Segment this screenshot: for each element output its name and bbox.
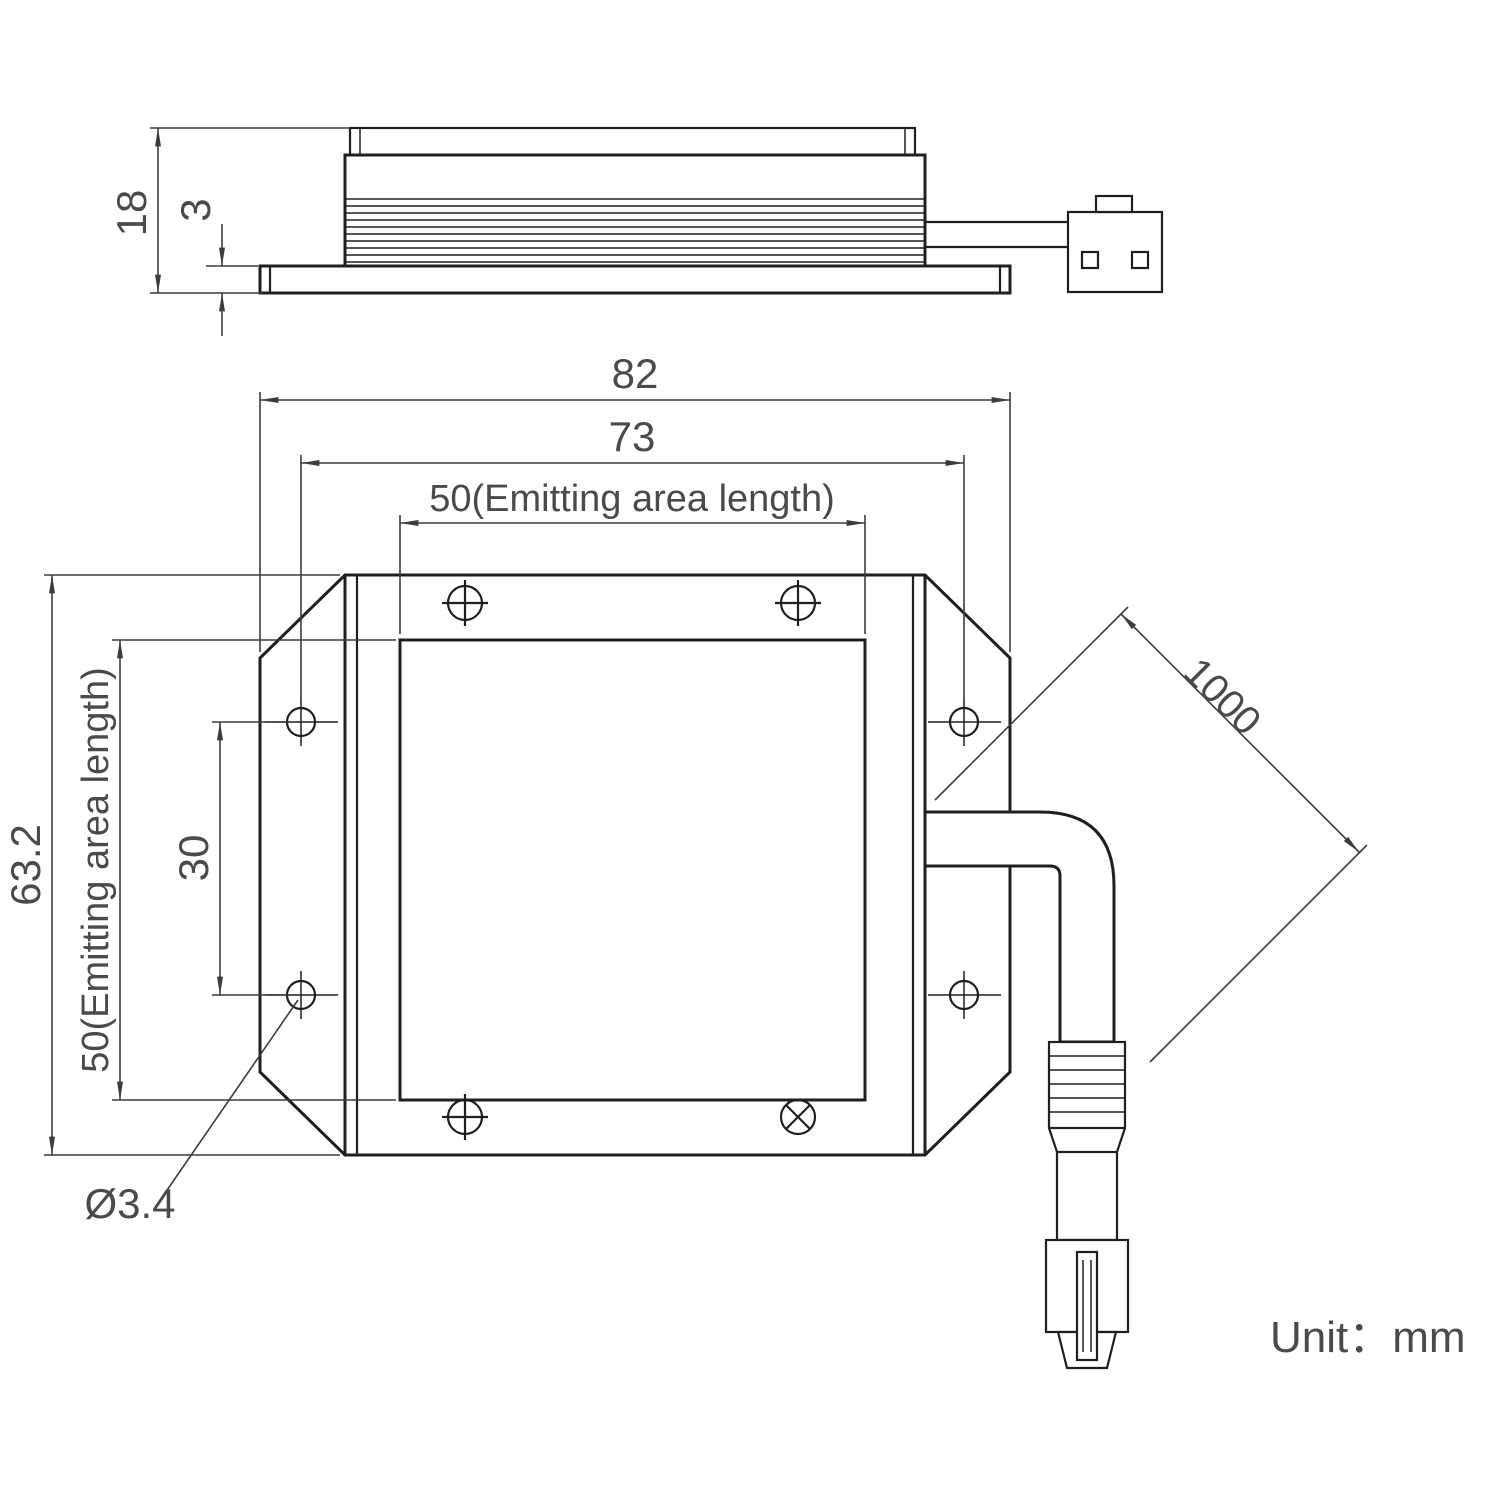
unit-label: Unit：mm [1270,1313,1466,1362]
dim-label-hole-spacing-h: 73 [609,413,656,460]
dim-label-overall-height: 63.2 [2,824,49,906]
strain-relief [1047,1040,1127,1130]
mounting-hole-right-top [928,698,1001,746]
connector-latch [1094,194,1134,214]
connector-neck [1055,1150,1119,1242]
dim-label-emitting-length-v: 50(Emitting area length) [75,667,117,1073]
dim-label-emitting-length-h: 50(Emitting area length) [429,478,835,520]
dim-label-overall-width: 82 [612,350,659,397]
screw-bottom-left [442,1094,488,1140]
screw-top-right [775,580,821,626]
dim-label-cable-length: 1000 [1175,650,1269,744]
device-lid [348,126,917,157]
device-outline [258,573,1012,1157]
dim-label-hole-diameter: Ø3.4 [84,1180,175,1227]
dim-label-height-18: 18 [108,190,155,237]
emitting-area [398,638,867,1102]
front-view-dimensions: 82 73 50(Emitting area length) 63.2 50(E… [2,350,1368,1227]
dim-label-hole-spacing-v: 30 [170,835,217,882]
front-view [258,573,1130,1370]
connector-pin [1075,1250,1099,1362]
screw-top-left [442,580,488,626]
cable-front [923,810,1130,1370]
heatsink-fins [345,198,925,263]
cable-side [925,220,1068,249]
side-view-dimensions: 18 3 [108,127,350,336]
screw-bottom-right [779,1098,817,1136]
mounting-hole-right-bottom [928,971,1001,1019]
side-view [258,126,1164,295]
base-plate [258,264,1012,295]
device-body-side [343,153,927,268]
dim-label-base-3: 3 [172,198,219,221]
connector-side [1066,194,1164,294]
